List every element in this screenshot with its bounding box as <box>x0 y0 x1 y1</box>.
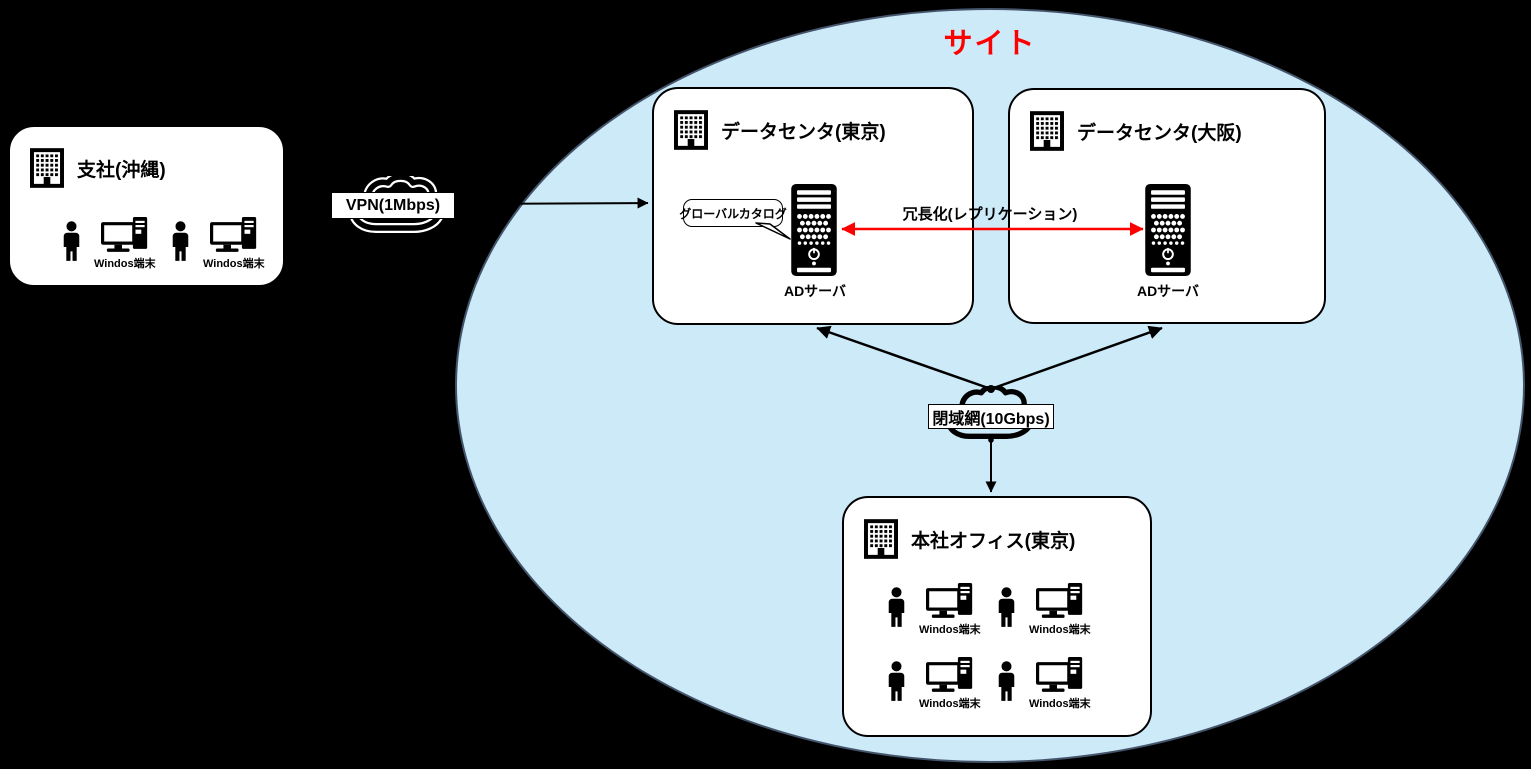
user-terminal-group: Windos端末 <box>887 583 981 637</box>
datacenter-osaka-header: データセンタ(大阪) <box>1010 90 1324 151</box>
person-icon <box>171 218 190 264</box>
terminal-label: Windos端末 <box>203 258 265 270</box>
user-terminal-group: Windos端末 <box>171 217 265 271</box>
datacenter-osaka-title: データセンタ(大阪) <box>1077 122 1242 144</box>
user-terminal-group: Windos端末 <box>997 657 1091 711</box>
pc-icon <box>926 657 973 694</box>
callout-tail <box>755 222 791 240</box>
building-icon <box>1030 111 1064 151</box>
branch-office-title: 支社(沖縄) <box>77 159 166 181</box>
user-terminal-group: Windos端末 <box>62 217 156 271</box>
datacenter-tokyo-header: データセンタ(東京) <box>654 89 972 150</box>
person-icon <box>62 218 81 264</box>
pc-terminal: Windos端末 <box>203 217 265 271</box>
person-icon <box>997 584 1016 630</box>
user-terminal-group: Windos端末 <box>887 657 981 711</box>
pc-icon <box>101 217 148 254</box>
terminal-label: Windos端末 <box>919 698 981 710</box>
pc-icon <box>926 583 973 620</box>
branch-office-header: 支社(沖縄) <box>10 127 283 188</box>
building-icon <box>864 519 898 559</box>
pc-terminal: Windos端末 <box>919 583 981 637</box>
site-title: サイト <box>943 28 1037 60</box>
building-icon <box>674 110 708 150</box>
ad-server-osaka-label: ADサーバ <box>1136 283 1200 299</box>
closed-network-label: 閉域網(10Gbps) <box>928 404 1054 429</box>
ad-server-tokyo-label: ADサーバ <box>783 283 847 299</box>
pc-terminal: Windos端末 <box>94 217 156 271</box>
ad-server-osaka-icon <box>1145 184 1191 276</box>
pc-terminal: Windos端末 <box>1029 657 1091 711</box>
hq-office-title: 本社オフィス(東京) <box>911 530 1076 552</box>
ad-server-tokyo-icon <box>791 184 837 276</box>
pc-icon <box>210 217 257 254</box>
pc-terminal: Windos端末 <box>1029 583 1091 637</box>
pc-terminal: Windos端末 <box>919 657 981 711</box>
hq-office-header: 本社オフィス(東京) <box>844 498 1150 559</box>
person-icon <box>887 584 906 630</box>
person-icon <box>997 658 1016 704</box>
pc-icon <box>1036 583 1083 620</box>
terminal-label: Windos端末 <box>919 624 981 636</box>
pc-icon <box>1036 657 1083 694</box>
building-icon <box>30 148 64 188</box>
person-icon <box>887 658 906 704</box>
user-terminal-group: Windos端末 <box>997 583 1091 637</box>
terminal-label: Windos端末 <box>1029 624 1091 636</box>
branch-office-box: 支社(沖縄) <box>8 125 285 287</box>
datacenter-tokyo-title: データセンタ(東京) <box>721 121 886 143</box>
terminal-label: Windos端末 <box>1029 698 1091 710</box>
global-catalog-callout: グローバルカタログ <box>679 199 787 227</box>
terminal-label: Windos端末 <box>94 258 156 270</box>
replication-label: 冗長化(レプリケーション) <box>902 206 1078 223</box>
vpn-label: VPN(1Mbps) <box>331 192 455 219</box>
